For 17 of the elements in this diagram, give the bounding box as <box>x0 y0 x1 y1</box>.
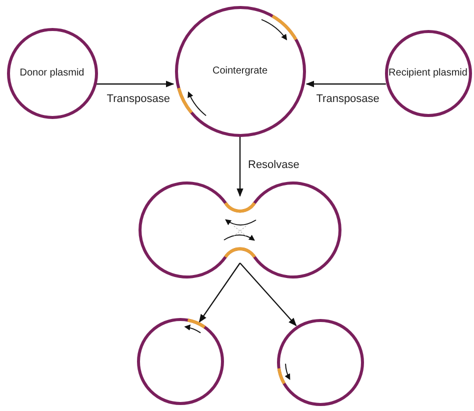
edge-label: Transposase <box>106 93 170 105</box>
edge-label: Resolvase <box>248 159 300 172</box>
arrow <box>306 80 386 88</box>
plasmid-circle <box>384 30 472 116</box>
plasmid-circle <box>6 28 98 118</box>
dumbbell-plasmid-drawing <box>138 180 342 280</box>
plasmid-label: Donor plasmid <box>18 68 86 78</box>
plasmid-circle <box>136 318 224 404</box>
plasmid-circle <box>174 6 306 136</box>
arrow <box>240 262 297 326</box>
arrow <box>96 80 174 88</box>
plasmid-label: Cointergrate <box>211 66 269 76</box>
arrow <box>236 136 244 197</box>
edge-label: Transposase <box>316 93 380 105</box>
arrow <box>198 262 240 323</box>
plasmid-circle <box>276 318 364 406</box>
plasmid-label: Recipient plasmid <box>388 68 468 78</box>
